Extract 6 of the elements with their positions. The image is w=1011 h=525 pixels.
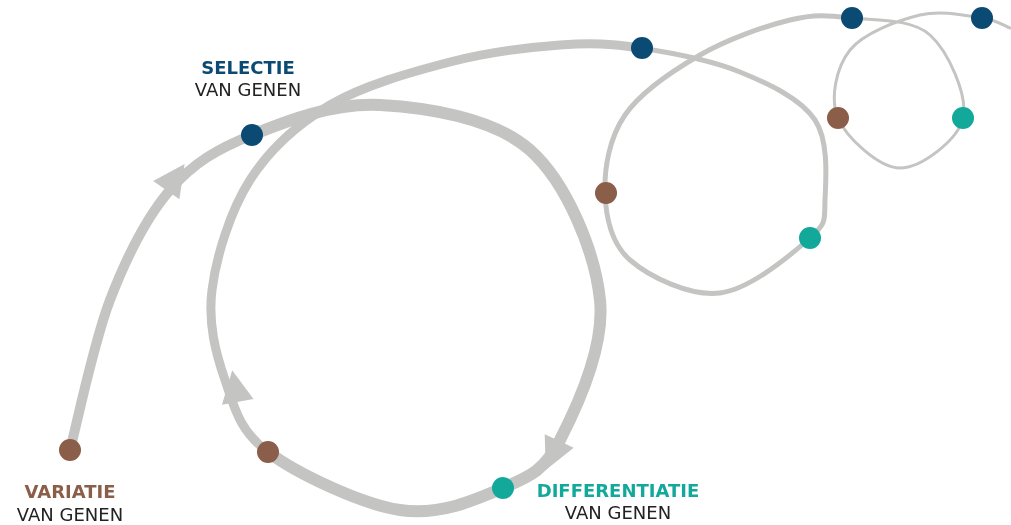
stage-subtitle: VAN GENEN bbox=[564, 503, 672, 523]
stage-subtitle: VAN GENEN bbox=[194, 80, 302, 100]
stage-heading: SELECTIE bbox=[201, 58, 295, 78]
stage-heading: VARIATIE bbox=[24, 482, 116, 502]
stage-subtitle: VAN GENEN bbox=[16, 505, 124, 525]
stage-heading: DIFFERENTIATIE bbox=[536, 481, 700, 501]
